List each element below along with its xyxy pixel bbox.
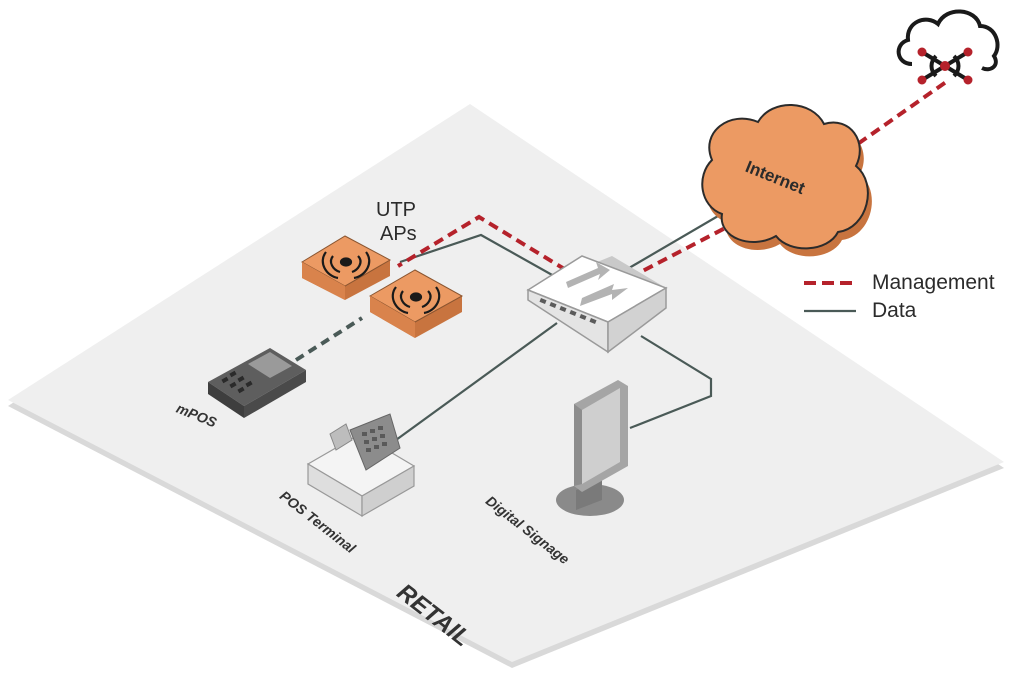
data-link-ap-switch — [399, 233, 571, 286]
access-point-icon — [369, 269, 464, 338]
ap-label-line2: APs — [380, 223, 417, 245]
mpos-icon — [208, 348, 306, 418]
data-link-switch-pos — [395, 322, 558, 441]
access-point-icon — [301, 235, 392, 300]
ap-label-line1: UTP — [376, 199, 416, 221]
ap-group-label: UTP APs — [376, 199, 417, 245]
internet-cloud-icon: Internet — [701, 104, 872, 257]
wireless-link-mpos — [294, 316, 364, 362]
legend: Management Data — [804, 271, 995, 322]
data-link-switch-signage — [629, 335, 713, 430]
digital-signage-icon — [556, 380, 628, 516]
management-link-switch-ap — [396, 214, 568, 272]
data-links — [395, 201, 743, 441]
network-switch-icon — [526, 255, 668, 354]
legend-management-label: Management — [872, 271, 995, 294]
legend-data-label: Data — [872, 299, 917, 322]
retail-floor — [8, 104, 1004, 668]
cloud-management-icon — [896, 9, 1000, 85]
pos-terminal-icon — [306, 413, 416, 518]
